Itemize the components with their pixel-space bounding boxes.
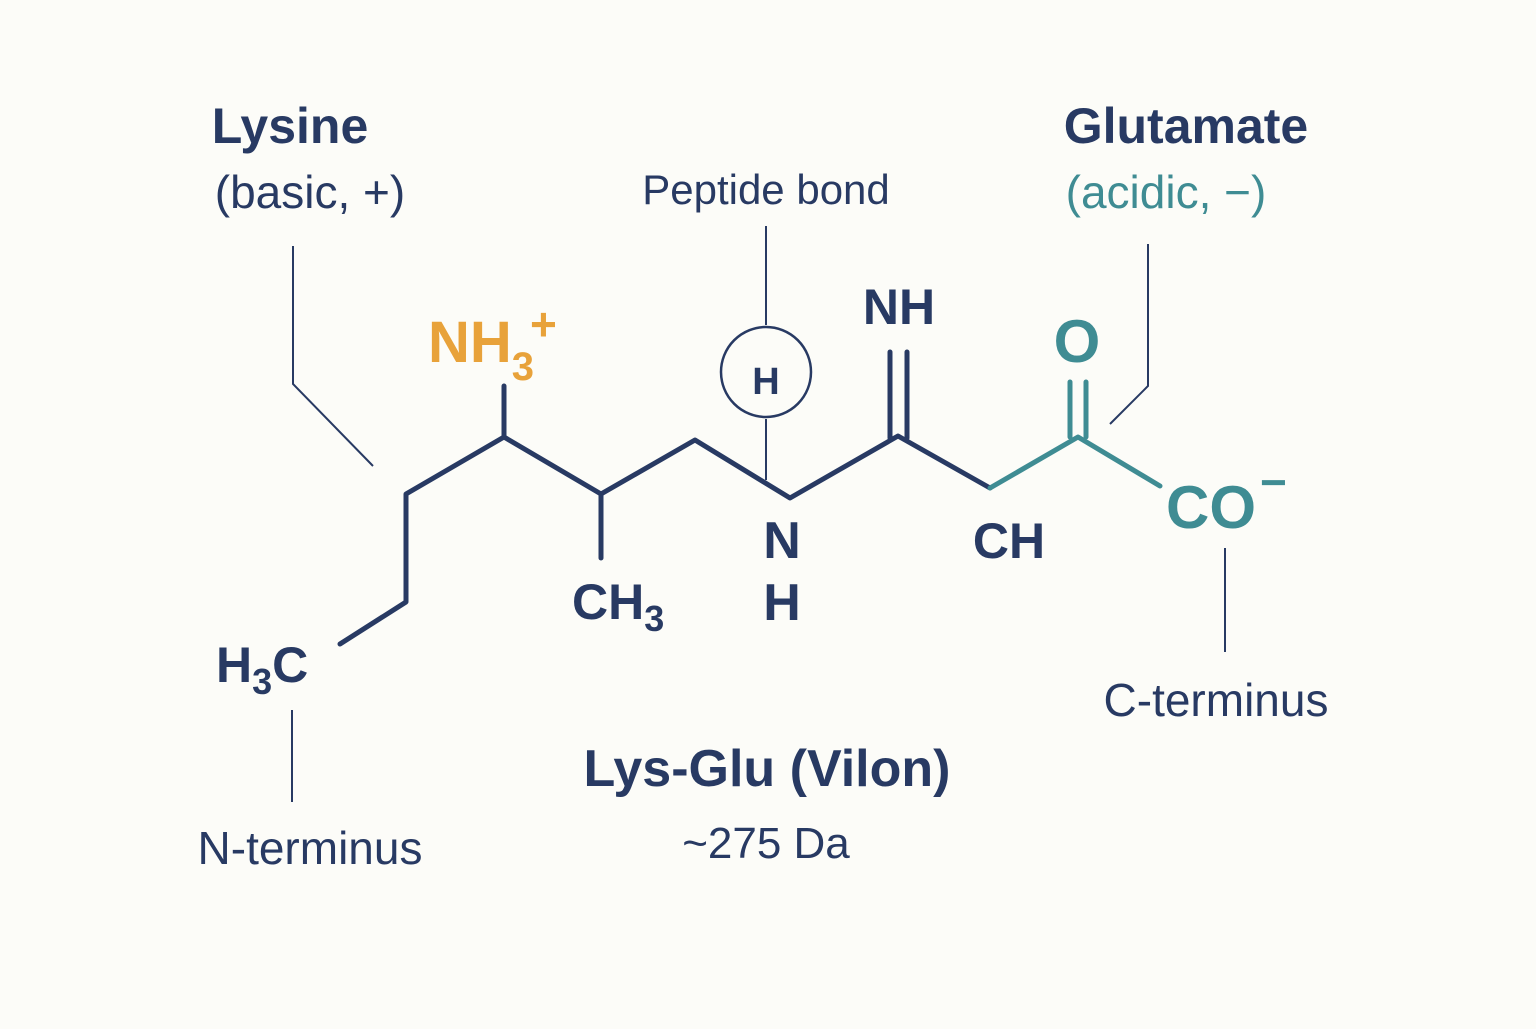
lysine-backbone-bond	[337, 433, 993, 647]
ammonium-charge: +	[530, 298, 557, 350]
carboxylate-group: CO−	[1166, 456, 1287, 541]
glutamate-leader-line	[1109, 244, 1149, 425]
molecular-mass: ~275 Da	[682, 819, 850, 868]
carbonyl-oxygen-atom: O	[1054, 308, 1101, 375]
carboxylate-co: CO	[1166, 474, 1256, 541]
imine-nh-atom: NH	[863, 279, 935, 335]
lysine-description: (basic, +)	[215, 166, 405, 218]
glutamate-description: (acidic, −)	[1066, 166, 1267, 218]
lysine-name: Lysine	[212, 98, 369, 154]
methyl-ch: CH	[572, 574, 644, 630]
ammonium-nh: NH	[428, 310, 512, 375]
terminal-methyl-h: H	[216, 637, 252, 693]
compound-name: Lys-Glu (Vilon)	[584, 740, 951, 798]
peptide-bond-h-atom: H	[752, 361, 779, 403]
c-terminus-label: C-terminus	[1104, 674, 1329, 726]
ammonium-subscript: 3	[512, 345, 534, 389]
terminal-methyl-subscript: 3	[252, 661, 272, 702]
n-terminus-label: N-terminus	[198, 822, 423, 874]
lysine-leader-line	[292, 246, 374, 467]
peptide-bond-label: Peptide bond	[642, 166, 890, 213]
ammonium-group: NH3+	[428, 298, 557, 389]
amide-hydrogen-atom: H	[763, 574, 801, 632]
carboxylate-charge: −	[1260, 456, 1287, 508]
peptide-bond-h-circle	[719, 325, 813, 419]
amide-nitrogen-atom: N	[763, 512, 801, 570]
alpha-carbon-ch: CH	[973, 513, 1045, 569]
terminal-methyl-group: H3C	[216, 637, 308, 702]
glutamate-backbone-bond	[987, 434, 1163, 491]
methyl-subscript: 3	[644, 598, 664, 639]
terminal-methyl-c: C	[272, 637, 308, 693]
methyl-group: CH3	[572, 574, 664, 639]
glutamate-name: Glutamate	[1064, 98, 1309, 154]
